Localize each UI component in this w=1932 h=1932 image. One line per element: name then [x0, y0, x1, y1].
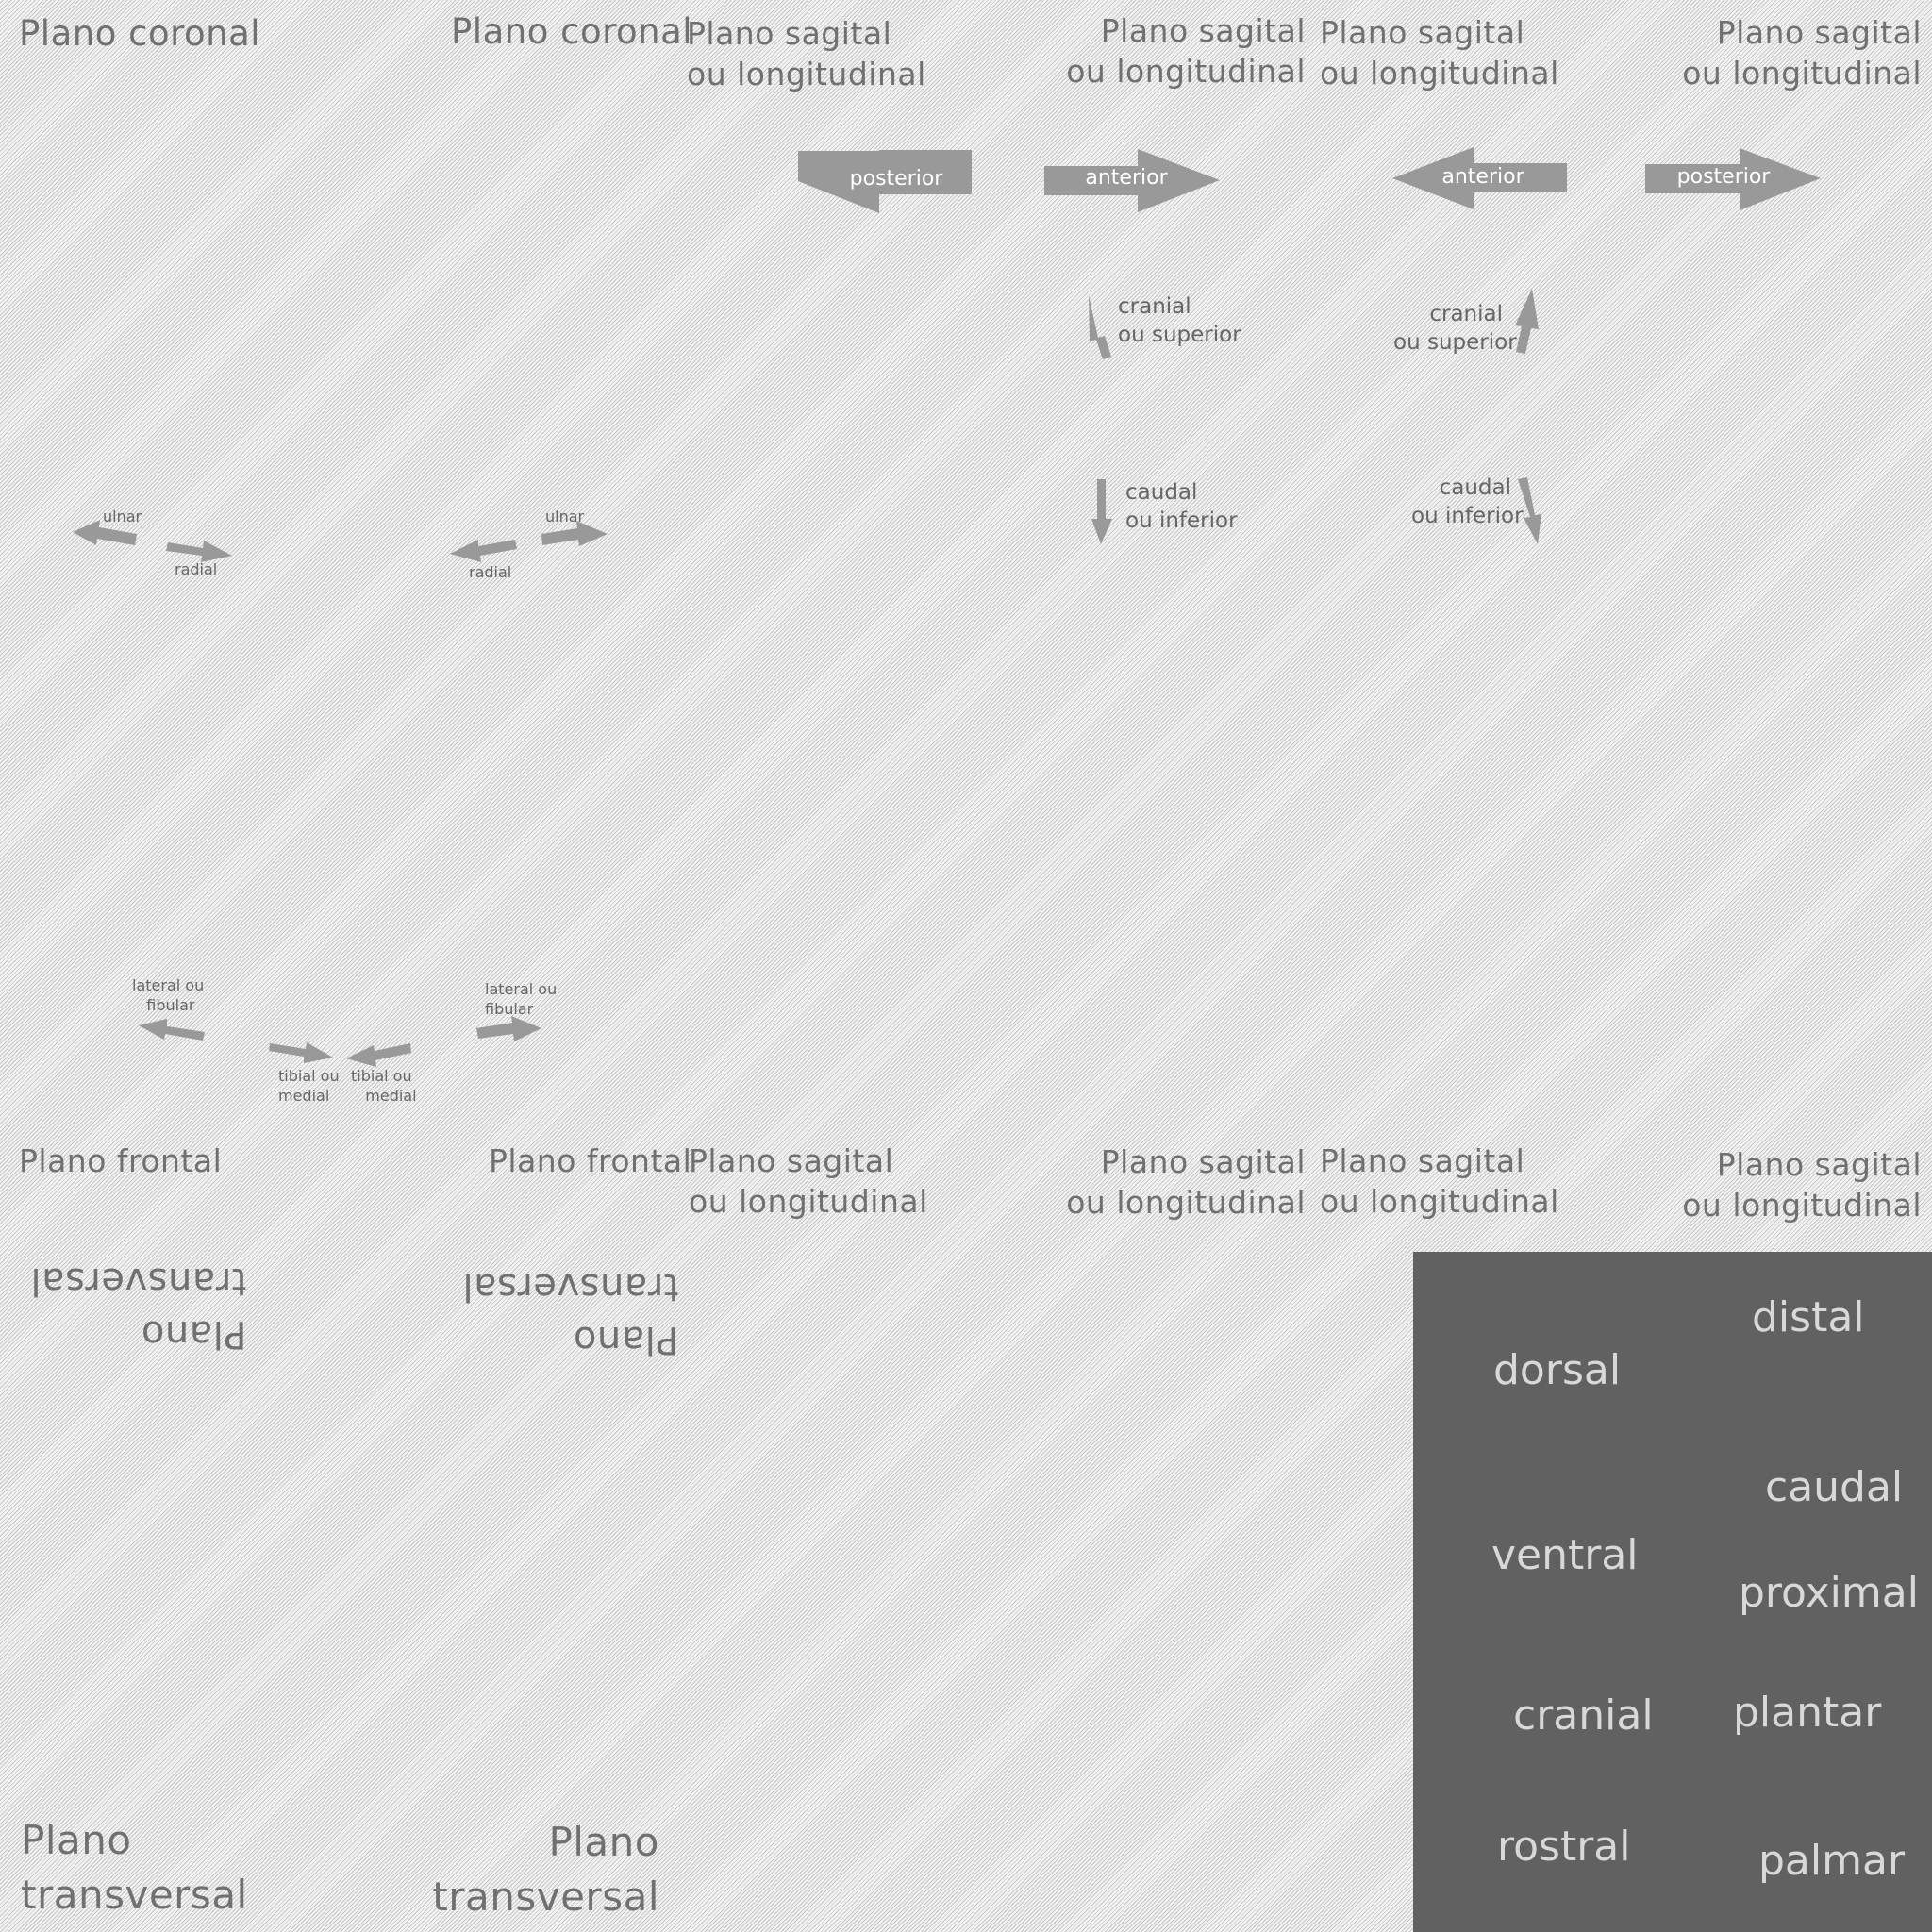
term-ventral: ventral — [1491, 1531, 1639, 1579]
label-ulnar-left: ulnar — [103, 508, 142, 525]
plane-label-frontal-right: Plano frontal — [489, 1142, 692, 1179]
plane-label-sagittal-4: Plano sagital ou longitudinal — [1682, 14, 1922, 92]
term-dorsal: dorsal — [1493, 1346, 1622, 1394]
arrow-caudal-left — [1091, 479, 1112, 544]
arrow-ulnar-left — [73, 520, 137, 545]
plane-label-sagittal-1: Plano sagital ou longitudinal — [687, 15, 926, 92]
arrow-cranial-right — [1515, 289, 1539, 354]
label-lateral-right: lateral ou fibular — [485, 980, 558, 1018]
term-rostral: rostral — [1497, 1823, 1631, 1871]
arrow-posterior-left — [798, 150, 972, 213]
label-radial-right: radial — [469, 563, 512, 581]
term-caudal: caudal — [1765, 1463, 1904, 1511]
arrow-cranial-left — [1089, 295, 1111, 359]
label-tibial-right: tibial ou medial — [351, 1067, 417, 1105]
arrow-anterior-right-label: anterior — [1441, 165, 1524, 189]
label-cranial-right: cranial ou superior — [1393, 302, 1517, 355]
arrow-ulnar-right — [541, 521, 608, 546]
label-radial-left: radial — [175, 560, 218, 578]
arrow-caudal-right — [1518, 477, 1541, 544]
arrow-radial-right — [450, 540, 517, 562]
arrow-anterior-left-label: anterior — [1085, 166, 1168, 190]
plane-label-sagittal-8: Plano sagital ou longitudinal — [1682, 1146, 1922, 1224]
term-cranial: cranial — [1513, 1691, 1654, 1740]
term-proximal: proximal — [1739, 1569, 1919, 1617]
plane-label-transversal-right: Plano transversal — [432, 1819, 659, 1920]
plane-label-sagittal-2: Plano sagital ou longitudinal — [1066, 12, 1306, 90]
plane-label-sagittal-6: Plano sagital ou longitudinal — [1066, 1143, 1306, 1221]
label-cranial-left: cranial ou superior — [1118, 294, 1241, 347]
label-lateral-left: lateral ou fibular — [132, 976, 205, 1014]
arrow-tibial-right — [346, 1043, 411, 1067]
arrow-anterior-left — [1044, 149, 1220, 212]
label-tibial-left: tibial ou medial — [278, 1067, 340, 1105]
arrow-tibial-left — [269, 1042, 333, 1063]
arrow-posterior-left-label: posterior — [849, 167, 943, 191]
label-caudal-right: caudal ou inferior — [1411, 475, 1524, 528]
arrow-lateral-left — [139, 1019, 205, 1041]
plane-label-sagittal-3: Plano sagital ou longitudinal — [1320, 14, 1559, 92]
terms-panel: distal dorsal caudal ventral proximal cr… — [1413, 1252, 1932, 1932]
label-ulnar-right: ulnar — [545, 508, 585, 525]
arrow-radial-left — [166, 541, 232, 562]
arrow-lateral-right — [476, 1016, 541, 1041]
term-distal: distal — [1752, 1293, 1865, 1341]
plane-label-transversal-left: Plano transversal — [21, 1817, 248, 1918]
plane-label-coronal-left: Plano coronal — [19, 13, 261, 54]
plane-label-sagittal-5: Plano sagital ou longitudinal — [689, 1142, 928, 1220]
label-caudal-left: caudal ou inferior — [1125, 480, 1238, 533]
term-palmar: palmar — [1758, 1837, 1906, 1885]
plane-label-frontal-left: Plano frontal — [19, 1142, 223, 1179]
arrow-posterior-right-label: posterior — [1676, 165, 1771, 189]
plane-label-sagittal-7: Plano sagital ou longitudinal — [1320, 1142, 1559, 1220]
term-plantar: plantar — [1733, 1689, 1882, 1737]
plane-label-coronal-right: Plano coronal — [451, 11, 693, 52]
arrow-anterior-right — [1392, 147, 1567, 209]
arrow-posterior-right — [1645, 148, 1821, 210]
